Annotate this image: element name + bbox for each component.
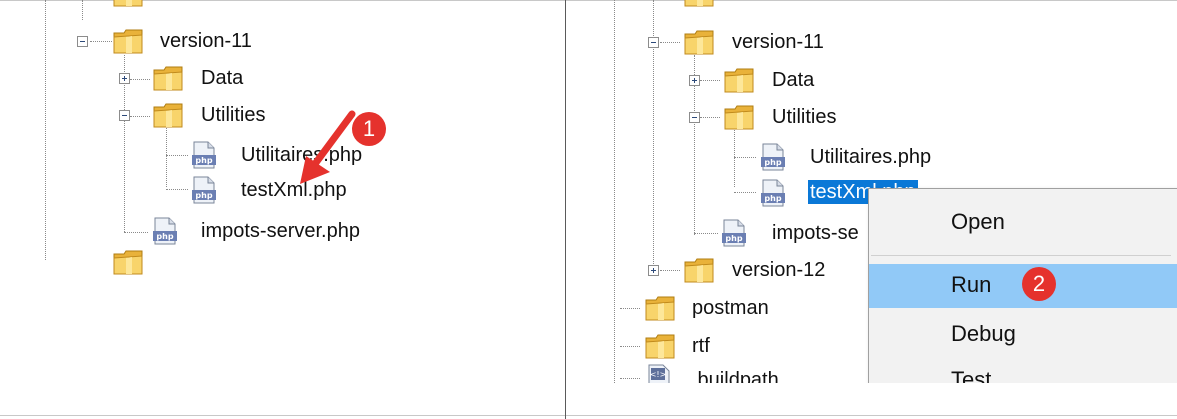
tree-connector	[614, 0, 615, 383]
folder-icon	[683, 28, 715, 56]
menu-item-open-label: Open	[951, 209, 1005, 234]
folder-icon	[112, 27, 144, 55]
menu-item-run-label: Run	[951, 272, 992, 297]
tree-connector	[166, 155, 188, 156]
tree-item-version-11[interactable]: version-11	[160, 30, 252, 52]
php-file-icon	[760, 179, 786, 207]
step-callout-2: 2	[1022, 267, 1056, 301]
folder-icon	[683, 256, 715, 284]
tree-connector	[660, 42, 680, 43]
php-file-icon	[191, 176, 217, 204]
tree-item-buildpath[interactable]: .buildpath	[692, 369, 779, 383]
tree-item-data[interactable]: Data	[772, 69, 815, 91]
tree-connector	[166, 125, 167, 187]
folder-icon	[112, 0, 144, 8]
tree-connector	[734, 157, 756, 158]
folder-icon	[723, 66, 755, 94]
tree-connector	[90, 41, 112, 42]
php-file-icon	[191, 141, 217, 169]
expand-toggle-version-12[interactable]	[648, 265, 659, 276]
tree-connector	[124, 55, 125, 232]
top-border	[0, 0, 1177, 1]
panel-divider	[565, 0, 566, 419]
tree-connector	[166, 189, 188, 190]
collapse-toggle-utilities[interactable]	[119, 110, 130, 121]
php-file-icon	[760, 143, 786, 171]
folder-icon	[723, 103, 755, 131]
collapse-toggle-utilities[interactable]	[689, 112, 700, 123]
tree-connector	[694, 55, 695, 235]
php-file-icon	[721, 219, 747, 247]
folder-icon	[683, 0, 715, 8]
tree-connector	[45, 0, 46, 260]
tree-item-version-12[interactable]: version-12	[732, 259, 826, 281]
tree-item-impots-server-php[interactable]: impots-se	[772, 222, 859, 244]
tree-item-utilities[interactable]: Utilities	[201, 104, 266, 126]
tree-connector	[82, 0, 83, 20]
expand-toggle-data[interactable]	[689, 75, 700, 86]
tree-item-utilitaires-php[interactable]: Utilitaires.php	[241, 144, 363, 166]
collapse-toggle-version-11[interactable]	[77, 36, 88, 47]
tree-connector	[130, 79, 150, 80]
tree-connector	[620, 308, 640, 309]
tree-connector	[660, 270, 680, 271]
expand-toggle-data[interactable]	[119, 73, 130, 84]
tree-item-utilitaires-php[interactable]: Utilitaires.php	[810, 146, 932, 168]
folder-icon	[152, 64, 184, 92]
tree-connector	[700, 117, 720, 118]
folder-icon	[152, 101, 184, 129]
tree-connector	[734, 192, 756, 193]
tree-item-rtf[interactable]: rtf	[692, 335, 710, 357]
arrow-annotation-icon	[300, 110, 356, 184]
left-tree-panel: version-11 Data Utilities Utilitaires.ph…	[0, 0, 564, 419]
tree-item-utilities[interactable]: Utilities	[772, 106, 837, 128]
folder-icon	[112, 248, 144, 276]
tree-connector	[620, 378, 640, 379]
tree-connector	[734, 125, 735, 187]
tree-connector	[620, 346, 640, 347]
right-tree-panel: version-11 Data Utilities Utilitaires.ph…	[566, 0, 1166, 383]
folder-icon	[644, 294, 676, 322]
folder-icon	[644, 332, 676, 360]
tree-connector	[130, 116, 150, 117]
buildpath-file-icon	[646, 364, 672, 383]
tree-item-version-11[interactable]: version-11	[732, 31, 824, 53]
tree-connector	[694, 233, 718, 234]
tree-item-postman[interactable]: postman	[692, 297, 769, 319]
collapse-toggle-version-11[interactable]	[648, 37, 659, 48]
bottom-blank-area	[566, 383, 1177, 415]
tree-item-data[interactable]: Data	[201, 67, 244, 89]
step-callout-1: 1	[352, 112, 386, 146]
menu-item-debug-label: Debug	[951, 321, 1016, 346]
menu-item-open[interactable]: Open	[869, 201, 1177, 245]
php-file-icon	[152, 217, 178, 245]
bottom-border	[0, 415, 1177, 416]
tree-connector	[653, 0, 654, 270]
tree-item-impots-server-php[interactable]: impots-server.php	[201, 220, 360, 242]
tree-item-testxml-php[interactable]: testXml.php	[241, 179, 347, 201]
menu-separator	[871, 255, 1171, 256]
tree-connector	[124, 232, 148, 233]
menu-item-debug[interactable]: Debug	[869, 313, 1177, 357]
tree-connector	[700, 80, 720, 81]
